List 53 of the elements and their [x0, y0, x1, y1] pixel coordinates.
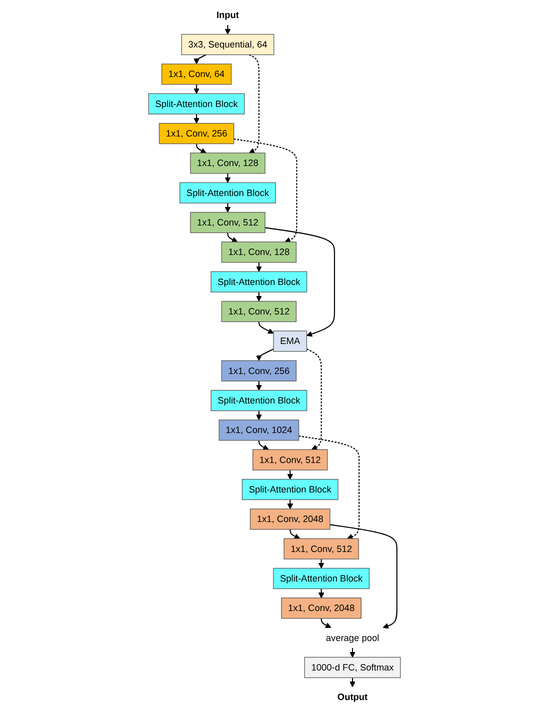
arrow [258, 322, 274, 334]
arrow [265, 227, 336, 337]
node-box [222, 360, 298, 382]
arrow [256, 348, 274, 361]
arrow [318, 588, 325, 598]
node-box [159, 122, 235, 144]
arrow [256, 262, 262, 272]
arrow [225, 173, 232, 183]
arrow [225, 25, 232, 35]
node-text: Input [216, 9, 240, 20]
node-box [284, 538, 360, 560]
arrow [350, 648, 356, 658]
arrow [194, 54, 207, 64]
arrow [330, 524, 398, 629]
arrow [350, 678, 356, 688]
arrow [256, 381, 262, 391]
node-box [222, 300, 298, 322]
arrow [228, 232, 238, 242]
arrow [225, 203, 232, 213]
arrow [288, 500, 294, 510]
node-box [180, 182, 276, 204]
arrow [256, 410, 262, 420]
node-box [211, 271, 308, 292]
node-box [219, 420, 300, 441]
node-box [250, 508, 331, 530]
arrow [256, 292, 262, 302]
arrow [290, 529, 301, 539]
arrow [196, 144, 207, 154]
node-box [282, 598, 362, 619]
arrow [258, 440, 270, 450]
node-box [274, 330, 308, 352]
node-box [190, 212, 266, 234]
arrow [306, 348, 322, 450]
arrow [194, 84, 200, 94]
arrow [288, 470, 294, 480]
node-text: average pool [326, 632, 380, 643]
node-box [304, 656, 402, 678]
arrow [321, 618, 332, 628]
node-box [211, 390, 308, 412]
arrow [194, 114, 200, 124]
arrow [249, 54, 260, 154]
node-box [190, 152, 266, 174]
node-box [242, 478, 339, 500]
node-box [148, 93, 246, 114]
node-box [182, 34, 275, 56]
node-box [222, 242, 298, 263]
arrow [234, 138, 298, 243]
node-box [162, 64, 232, 85]
arrow [318, 559, 325, 569]
arrow [299, 436, 360, 540]
node-box [274, 568, 370, 590]
node-text: Output [338, 692, 368, 702]
node-box [252, 449, 328, 470]
